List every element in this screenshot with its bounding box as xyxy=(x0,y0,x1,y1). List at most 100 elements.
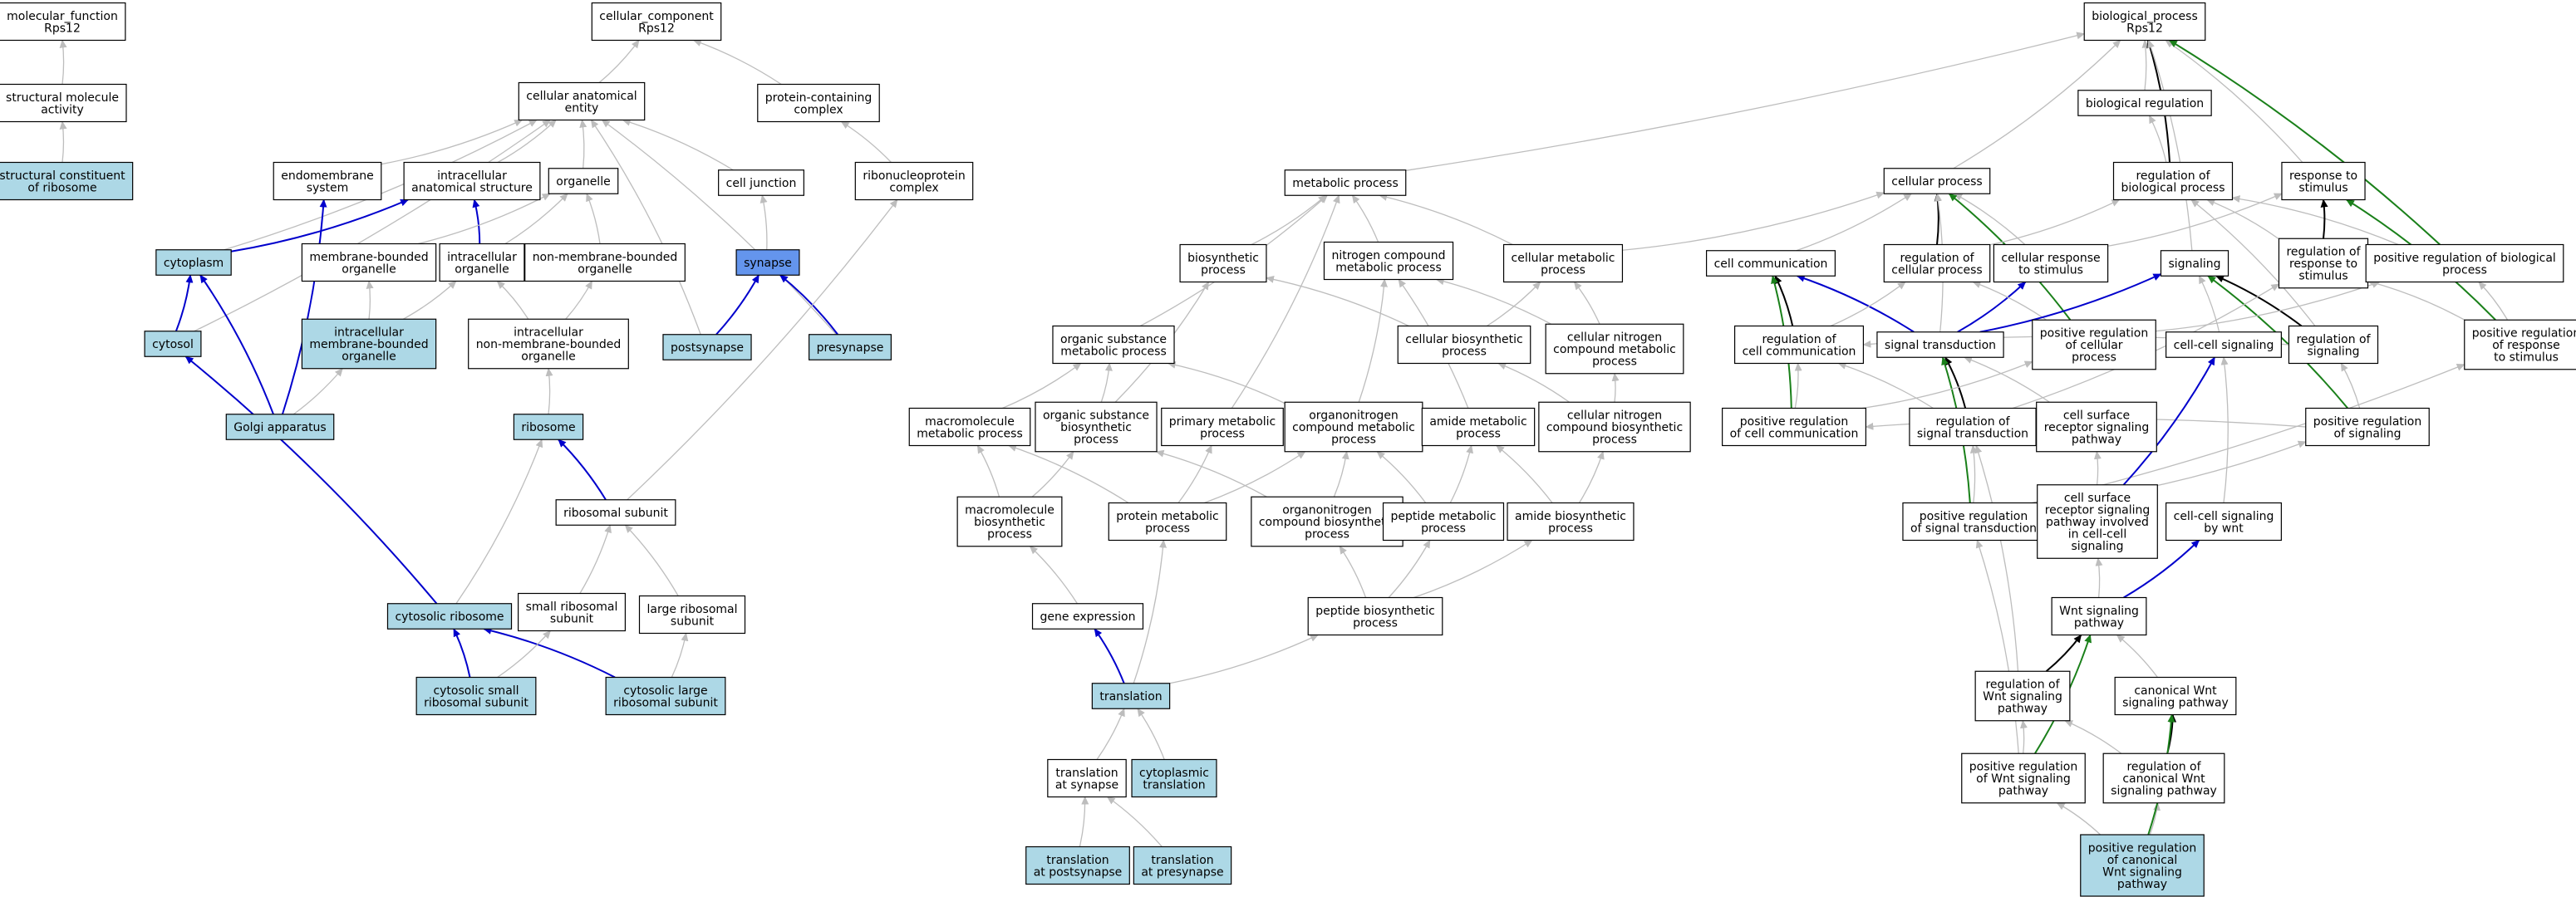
term-node-mp[interactable]: metabolic process xyxy=(1284,169,1407,196)
term-node-cyto[interactable]: cytoplasm xyxy=(155,249,232,276)
term-node-rsu[interactable]: ribosomal subunit xyxy=(555,499,676,526)
term-node-org[interactable]: organelle xyxy=(548,168,619,194)
term-node-breg[interactable]: biological regulation xyxy=(2077,90,2212,116)
term-label: of canonical xyxy=(2107,854,2178,867)
edge-is_a xyxy=(2190,199,2316,326)
edge-is_a xyxy=(2141,39,2150,91)
term-node-cribo[interactable]: cytosolic ribosome xyxy=(386,603,513,630)
term-node-ccs[interactable]: cell-cell signaling xyxy=(2166,331,2282,358)
edge-part_of xyxy=(715,274,760,336)
term-node-ge[interactable]: gene expression xyxy=(1031,603,1144,630)
term-label: at presynapse xyxy=(1141,865,1223,879)
term-label: metabolic process xyxy=(917,427,1023,440)
term-node-sig[interactable]: signaling xyxy=(2160,250,2229,277)
term-node-st[interactable]: signal transduction xyxy=(1876,331,2004,358)
term-node-ribo[interactable]: ribosome xyxy=(513,414,584,440)
term-node-trans[interactable]: translation xyxy=(1091,683,1171,709)
term-box xyxy=(273,161,382,201)
edge-is_a xyxy=(2095,557,2103,598)
term-node-cj[interactable]: cell junction xyxy=(718,169,804,196)
term-box xyxy=(2281,161,2366,201)
term-box xyxy=(1876,331,2004,358)
term-node-cp[interactable]: cellular process xyxy=(1883,168,1991,194)
term-node-syn[interactable]: synapse xyxy=(735,249,800,276)
term-node-golgi[interactable]: Golgi apparatus xyxy=(225,414,335,440)
term-node-inmbo[interactable]: intracellularnon-membrane-boundedorganel… xyxy=(468,318,629,370)
term-label: membrane-bounded xyxy=(309,338,428,351)
edge-is_a xyxy=(1029,546,1078,605)
term-label: activity xyxy=(41,103,84,116)
term-node-cc2[interactable]: cell communication xyxy=(1705,250,1836,277)
edge-is_a xyxy=(366,280,374,320)
term-node-cytosol[interactable]: cytosol xyxy=(144,331,202,357)
term-node-post[interactable]: postsynapse xyxy=(662,334,752,360)
term-node-pre[interactable]: presynapse xyxy=(809,334,892,360)
term-label: peptide metabolic xyxy=(1391,510,1497,523)
term-box xyxy=(1284,169,1407,196)
